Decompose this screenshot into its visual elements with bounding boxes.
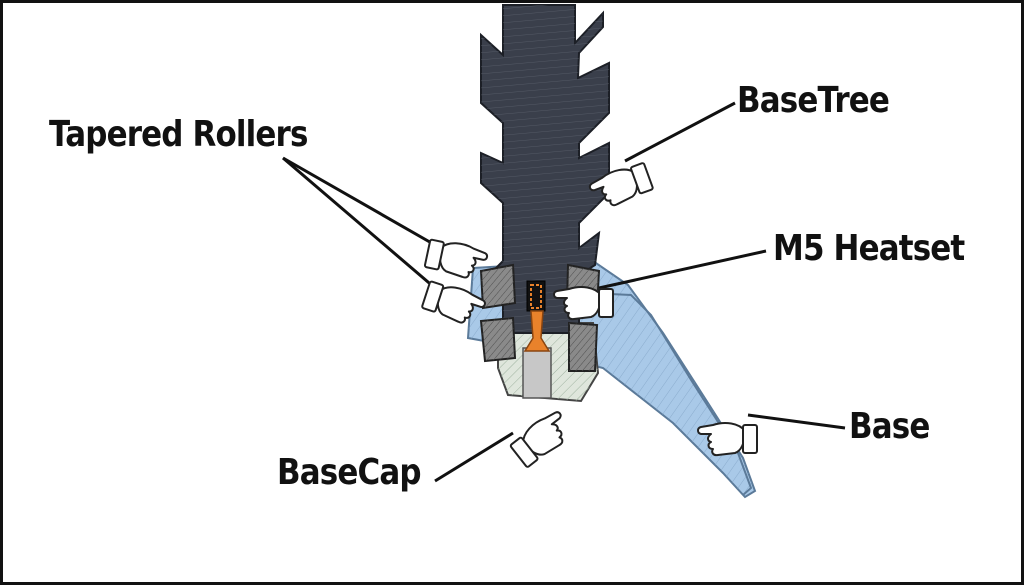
label-base: Base: [849, 406, 930, 447]
label-m5-heatset: M5 Heatset: [773, 228, 965, 269]
m5-heatset-part: [523, 280, 551, 352]
leader-line-basecap: [434, 431, 514, 483]
leader-line-base: [747, 413, 846, 430]
label-basecap: BaseCap: [277, 452, 422, 493]
label-tapered-rollers: Tapered Rollers: [49, 114, 308, 155]
leader-lines: [282, 101, 846, 483]
leader-line-rollers-upper: [282, 156, 436, 247]
basetree-part: [480, 4, 610, 334]
label-basetree: BaseTree: [737, 80, 890, 121]
assembly-illustration: [282, 4, 846, 499]
pointing-hand-icon: [507, 406, 577, 471]
leader-line-heatset: [598, 249, 767, 290]
leader-line-rollers-lower: [282, 156, 436, 290]
leader-line-basetree: [624, 101, 736, 163]
